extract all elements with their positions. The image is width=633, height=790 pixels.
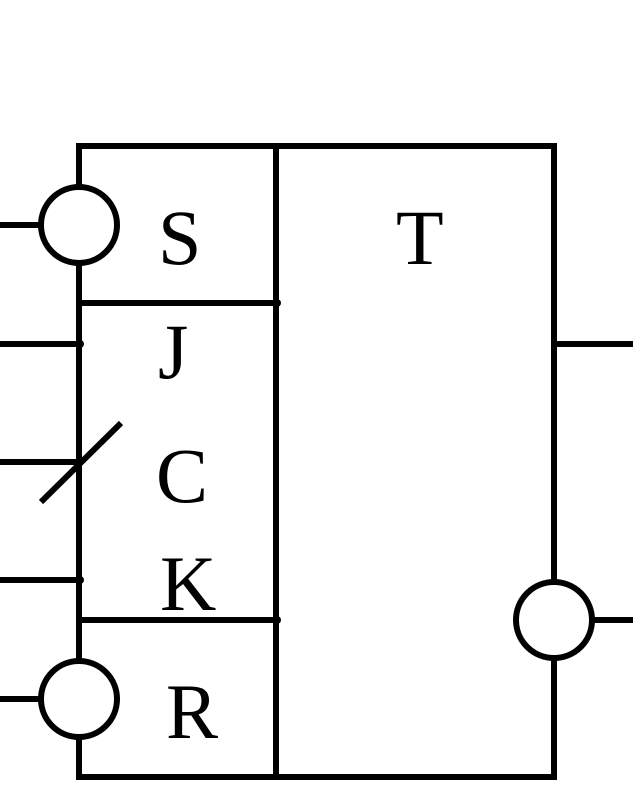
j-input-junction-dot — [76, 340, 84, 348]
c-label: C — [156, 432, 208, 519]
t-label: T — [396, 194, 444, 281]
s-label: S — [158, 194, 201, 281]
s-inversion-bubble — [38, 184, 120, 266]
clock-slash-indicator — [38, 420, 124, 505]
s-divider-junction-dot — [273, 299, 281, 307]
k-input-junction-dot — [76, 576, 84, 584]
q-inverted-output-bubble — [513, 579, 595, 661]
r-inversion-bubble — [38, 658, 120, 740]
r-divider-junction-dot — [273, 616, 281, 624]
r-label: R — [166, 668, 218, 755]
outer-frame — [76, 143, 557, 780]
j-label: J — [158, 308, 188, 395]
k-label: K — [160, 540, 216, 627]
